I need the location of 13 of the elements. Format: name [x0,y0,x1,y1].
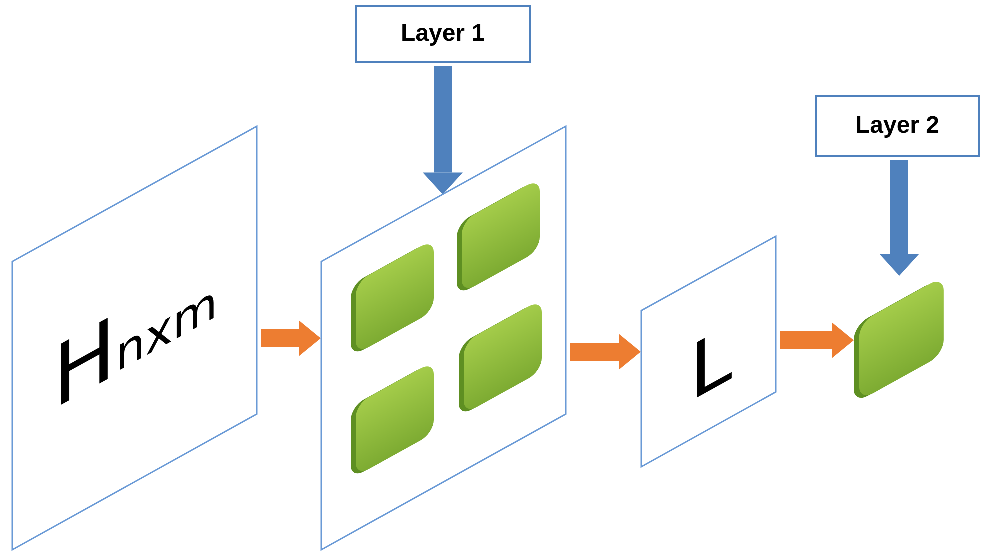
matrix-symbol: L [690,314,732,414]
feature-plane [321,126,567,551]
layer-box [815,95,980,157]
arrow [880,160,920,276]
arrow [423,66,463,195]
arrow [780,322,854,358]
layer-plane [641,236,777,468]
arrow [570,334,641,370]
layer-label: Layer 1 [400,20,486,48]
layer-box [355,5,531,63]
layer-label: Layer 2 [855,112,940,140]
arrow [261,320,321,356]
matrix-plane [12,126,258,551]
